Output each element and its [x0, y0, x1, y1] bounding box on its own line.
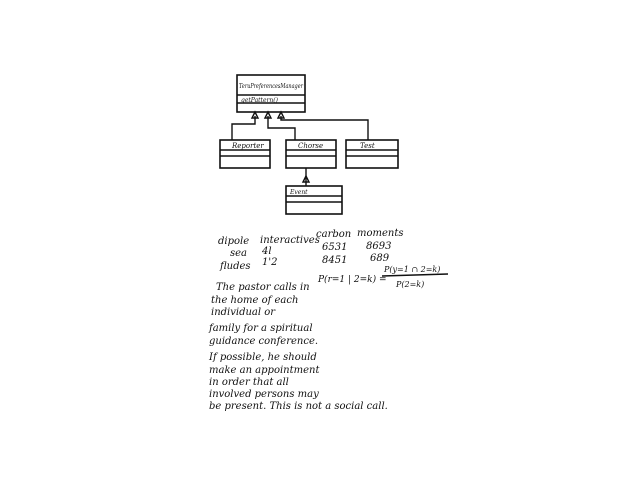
table-cell-r1c3: 6531	[322, 242, 347, 253]
probability-formula: P(r=1 | 2=k) = P(y=1 ∩ 2=k) P(2=k)	[317, 265, 449, 289]
class-box-right: Test	[345, 139, 399, 169]
class-name-mid: Chorse	[298, 142, 323, 150]
formula-lhs: P(r=1 | 2=k) =	[317, 274, 387, 285]
fraction-bar	[381, 273, 449, 277]
class-name-bottom: Event	[289, 189, 308, 196]
handwritten-table: dipole interactives carbon moments sea 4…	[218, 228, 404, 272]
note-line-3: individual or	[211, 307, 276, 318]
class-box-mid: Chorse	[285, 139, 337, 169]
class-name-right: Test	[360, 142, 375, 150]
table-cell-r1c4: 8693	[366, 241, 391, 252]
table-cell-r1c2: 4l	[261, 246, 272, 257]
class-box-bottom: Event	[285, 185, 343, 215]
note-line-5: guidance conference.	[209, 336, 318, 347]
note-line-2: the home of each	[211, 295, 298, 306]
note-line-8: in order that all	[209, 377, 289, 388]
table-cell-r1c1: sea	[230, 248, 247, 259]
note-line-1: The pastor calls in	[216, 282, 310, 293]
table-cell-r2c3: 8451	[322, 255, 347, 266]
note-line-9: involved persons may	[209, 389, 319, 400]
table-cell-r2c2: 1'2	[262, 257, 277, 268]
formula-numerator: P(y=1 ∩ 2=k)	[383, 265, 440, 274]
class-method-top: getPattern()	[241, 97, 279, 104]
note-line-4: family for a spiritual	[208, 323, 313, 334]
class-name-top: TeruPreferencesManager	[239, 83, 304, 90]
note-line-6: If possible, he should	[208, 352, 317, 363]
table-header-3: carbon	[316, 229, 351, 240]
class-box-left: Reporter	[219, 139, 271, 169]
table-header-4: moments	[357, 228, 404, 239]
uml-diagram: TeruPreferencesManager getPattern() Repo…	[219, 74, 399, 215]
table-cell-r2c4: 689	[370, 253, 390, 264]
note-line-10: be present. This is not a social call.	[209, 401, 388, 412]
class-name-left: Reporter	[231, 142, 264, 150]
table-header-2: interactives	[260, 235, 320, 246]
table-cell-r2c1: fludes	[219, 261, 251, 272]
table-header-1: dipole	[218, 236, 249, 247]
note-line-7: make an appointment	[209, 365, 320, 376]
formula-denominator: P(2=k)	[395, 280, 424, 289]
class-box-top: TeruPreferencesManager getPattern()	[236, 74, 306, 113]
inheritance-connectors	[231, 110, 369, 186]
handwritten-notes: The pastor calls in the home of each ind…	[208, 282, 388, 412]
